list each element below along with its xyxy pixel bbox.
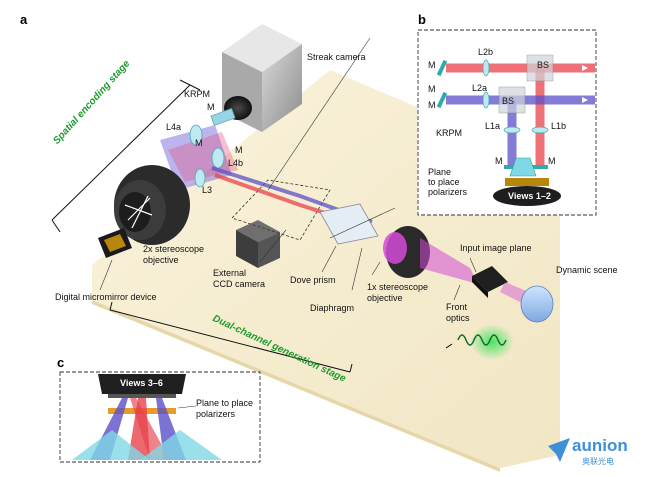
dual-channel-bracket (109, 301, 353, 373)
diaphragm-label: Diaphragm (310, 303, 355, 313)
dual-channel-beams (211, 166, 379, 245)
inset-b-plane-line1: Plane (428, 167, 452, 177)
inset-b-mirror-label-a: M (428, 60, 436, 70)
mirror-label-3: M (235, 145, 243, 155)
krpm-label: KRPM (184, 89, 211, 99)
inset-b-mirror-label-d: M (495, 156, 503, 166)
illumination-pulse (445, 324, 514, 360)
inset-b-mirror-label-c: M (428, 100, 436, 110)
stereoscope-1x-objective (383, 226, 430, 278)
dynamic-scene-label: Dynamic scene (556, 265, 618, 275)
streak-camera-label: Streak camera (307, 52, 366, 62)
spatial-encoding-optics (160, 108, 238, 190)
input-image-plane-label: Input image plane (460, 243, 532, 253)
inset-b-mirror-label-b: M (428, 84, 436, 94)
stereoscope-1x-label-line1: 1x stereoscope (367, 282, 429, 292)
inset-c-plane-line2: polarizers (196, 409, 236, 419)
l2a-label: L2a (472, 83, 488, 93)
dove-prism (319, 203, 379, 245)
external-ccd-label-line1: External (213, 268, 247, 278)
panel-b-label: b (418, 12, 426, 27)
inset-b-plane-line3: polarizers (428, 187, 468, 197)
mirror-label-1: M (207, 102, 215, 112)
image-cone (420, 238, 478, 284)
stereoscope-2x-objective (114, 165, 190, 245)
aunion-logo-icon (548, 438, 570, 462)
l3-label: L3 (202, 185, 213, 195)
dynamic-scene (520, 285, 554, 323)
external-ccd-label-line2: CCD camera (213, 279, 266, 289)
dove-prism-region (231, 179, 331, 241)
bs-label-2: BS (502, 96, 515, 106)
l4a-label: L4a (166, 122, 182, 132)
digital-micromirror-device (98, 228, 132, 258)
l1b-label: L1b (551, 121, 567, 131)
l2b-label: L2b (478, 47, 494, 57)
front-optics (472, 266, 508, 298)
bs-label-1: BS (537, 60, 550, 70)
inset-b-plane-line2: to place (428, 177, 460, 187)
inset-b-krpm-label: KRPM (436, 128, 463, 138)
inset-b (417, 29, 597, 216)
panel-a-label: a (20, 12, 28, 27)
inset-c (59, 371, 261, 463)
front-optics-label-line1: Front (446, 302, 468, 312)
dmd-label: Digital micromirror device (55, 292, 157, 302)
stereoscope-2x-label-line2: objective (143, 255, 179, 265)
brand-logo-subtext: 奥联光电 (582, 457, 614, 466)
leader-lines (99, 37, 477, 301)
brand-logo-text: aunion (572, 436, 628, 455)
inset-b-mirror-label-e: M (548, 156, 556, 166)
views-3-6-label: Views 3–6 (120, 378, 163, 388)
dove-prism-label: Dove prism (290, 275, 336, 285)
stereoscope-1x-label-line2: objective (367, 293, 403, 303)
l4b-label: L4b (228, 158, 244, 168)
l1a-label: L1a (485, 121, 501, 131)
views-1-2-label: Views 1–2 (508, 191, 551, 201)
table-front-edge (92, 300, 500, 472)
spatial-encoding-bracket (51, 79, 201, 233)
mirror-label-2: M (195, 138, 203, 148)
panel-c-label: c (57, 355, 65, 370)
stereoscope-2x-label-line1: 2x stereoscope (143, 244, 205, 254)
inset-c-plane-line1: Plane to place (196, 398, 254, 408)
external-ccd-camera (236, 220, 280, 268)
front-optics-label-line2: optics (446, 313, 470, 323)
